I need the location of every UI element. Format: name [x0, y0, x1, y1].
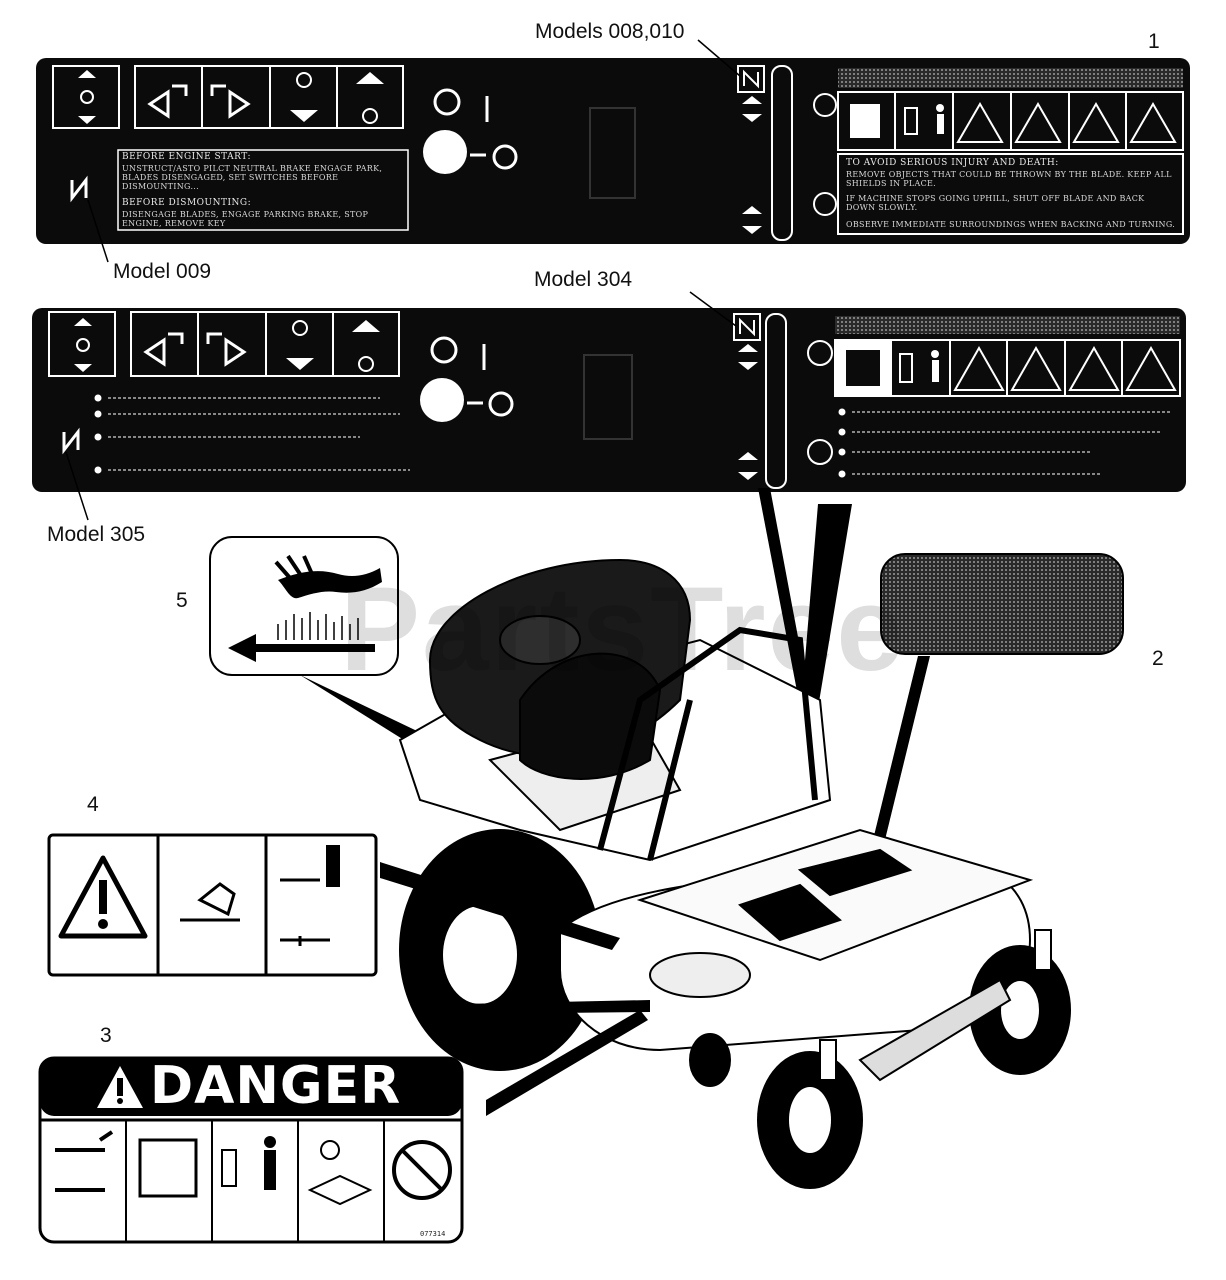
- decal-before-engine-start-heading: BEFORE ENGINE START:: [122, 152, 252, 162]
- decal-before-dismounting-heading: BEFORE DISMOUNTING:: [122, 198, 252, 208]
- decal-avoid-injury-heading: TO AVOID SERIOUS INJURY AND DEATH:: [846, 158, 1059, 168]
- key-switch-icon: [433, 88, 461, 116]
- decal-before-dismounting-body: DISENGAGE BLADES, ENGAGE PARKING BRAKE, …: [122, 210, 369, 228]
- throttle-icon: [52, 65, 120, 129]
- decal-before-engine-start-body: UNSTRUCT/ASTO PILCT NEUTRAL BRAKE ENGAGE…: [122, 164, 383, 191]
- callout-2: 2: [1152, 647, 1164, 670]
- zero-turn-mower: [398, 558, 1071, 1189]
- watermark: PartsTree: [340, 562, 906, 696]
- callout-4: 4: [87, 793, 99, 816]
- label-model-305: Model 305: [47, 523, 146, 546]
- callout-3: 3: [100, 1024, 112, 1047]
- decal-observe-warning: OBSERVE IMMEDIATE SURROUNDINGS WHEN BACK…: [846, 220, 1176, 229]
- warning-header-strip: [838, 68, 1183, 88]
- decal-5-hand-hazard: [209, 536, 399, 676]
- label-model-304: Model 304: [534, 268, 633, 291]
- label-models-008-010: Models 008,010: [535, 20, 685, 43]
- neutral-icon-model-009: [70, 175, 88, 203]
- decal-slope-warning: IF MACHINE STOPS GOING UPHILL, SHUT OFF …: [846, 194, 1145, 212]
- callout-1: 1: [1148, 30, 1160, 53]
- neutral-icon: [737, 65, 765, 93]
- no-step-icon: [392, 1140, 452, 1200]
- decal-part-code: 077314: [420, 1230, 446, 1238]
- decal-1-variant-panel: [32, 308, 1186, 492]
- callout-5: 5: [176, 589, 188, 612]
- label-model-009: Model 009: [113, 260, 212, 283]
- decal-avoid-injury-body: REMOVE OBJECTS THAT COULD BE THROWN BY T…: [846, 170, 1172, 188]
- decal-3-danger: [38, 1056, 464, 1244]
- danger-heading: DANGER: [150, 1056, 402, 1116]
- decal-2-mesh-pad: [880, 553, 1124, 655]
- decal-1-control-panel: [36, 58, 1190, 244]
- control-slot: [771, 65, 793, 241]
- ignition-cutout: [589, 107, 636, 199]
- decal-4-warning: [47, 833, 378, 977]
